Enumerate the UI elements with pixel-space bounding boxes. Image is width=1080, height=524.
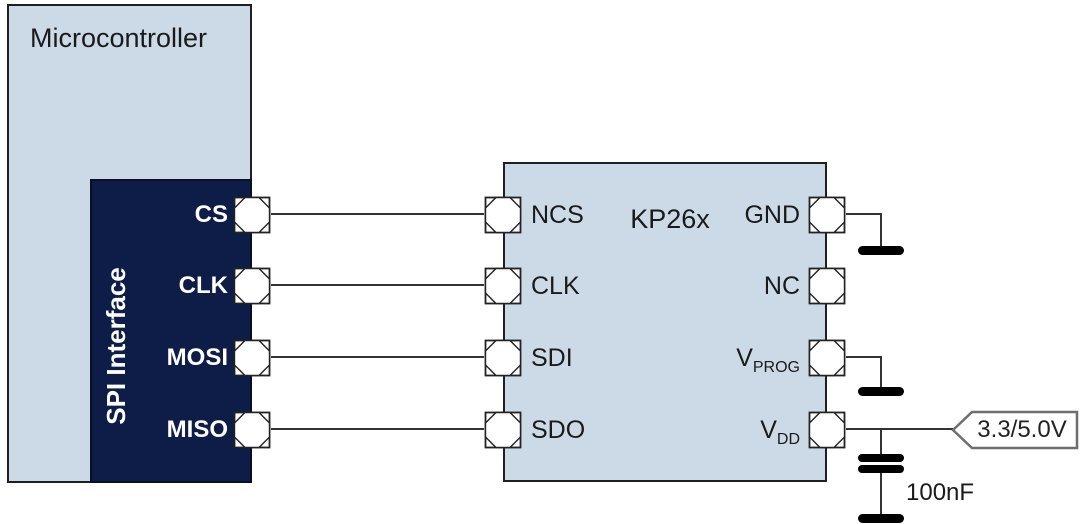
mcu-pin-label-mosi: MOSI [166, 344, 228, 371]
spi-interface-block [90, 179, 252, 483]
ground-symbol-vdd [858, 514, 904, 523]
pin-symbol-clk-mcu [233, 267, 271, 305]
capacitor-value-label: 100nF [906, 479, 975, 506]
wire-mosi-sdi [271, 356, 484, 358]
ground-symbol-vprog [858, 387, 904, 396]
pin-symbol-vprog [808, 339, 846, 377]
chip-pin-label-clk: CLK [531, 272, 580, 300]
chip-pin-label-vdd: VDD [760, 416, 800, 448]
ground-symbol-gnd [858, 246, 904, 255]
wire-miso-sdo [271, 428, 484, 430]
wire-gnd-vertical [880, 213, 882, 248]
capacitor-plate-top [858, 454, 904, 462]
pin-symbol-ncs [484, 196, 522, 234]
chip-pin-label-sdi: SDI [531, 344, 573, 372]
pin-symbol-miso [233, 411, 271, 449]
wire-vprog-horizontal [846, 356, 882, 358]
wire-vdd-to-supply [846, 428, 953, 430]
capacitor-plate-bottom [858, 465, 904, 473]
wire-clk-clk [271, 284, 484, 286]
pin-symbol-vdd [808, 411, 846, 449]
mcu-pin-label-cs: CS [194, 201, 228, 228]
pin-symbol-clk-chip [484, 267, 522, 305]
pin-symbol-nc [808, 267, 846, 305]
wire-capacitor-to-ground [880, 473, 882, 515]
wire-gnd-horizontal [846, 213, 882, 215]
pin-symbol-sdi [484, 339, 522, 377]
pin-symbol-cs [233, 196, 271, 234]
pin-symbol-mosi [233, 339, 271, 377]
chip-pin-label-vprog: VPROG [736, 344, 800, 376]
mcu-pin-label-clk: CLK [178, 272, 228, 299]
wire-vdd-to-capacitor [880, 428, 882, 456]
chip-pin-label-gnd: GND [744, 201, 800, 229]
chip-pin-label-sdo: SDO [531, 416, 586, 444]
mcu-pin-label-miso: MISO [166, 416, 228, 443]
wire-cs-ncs [271, 213, 484, 215]
wire-vprog-vertical [880, 356, 882, 389]
chip-pin-label-nc: NC [763, 272, 800, 300]
pin-symbol-sdo [484, 411, 522, 449]
kp26x-chip-title: KP26x [630, 204, 710, 234]
kp26x-chip-block [503, 162, 827, 482]
pin-symbol-gnd [808, 196, 846, 234]
supply-flag-shape [951, 410, 1079, 450]
chip-pin-label-ncs: NCS [531, 201, 584, 229]
microcontroller-title: Microcontroller [30, 23, 208, 53]
supply-flag-label: 3.3/5.0V [977, 416, 1067, 443]
